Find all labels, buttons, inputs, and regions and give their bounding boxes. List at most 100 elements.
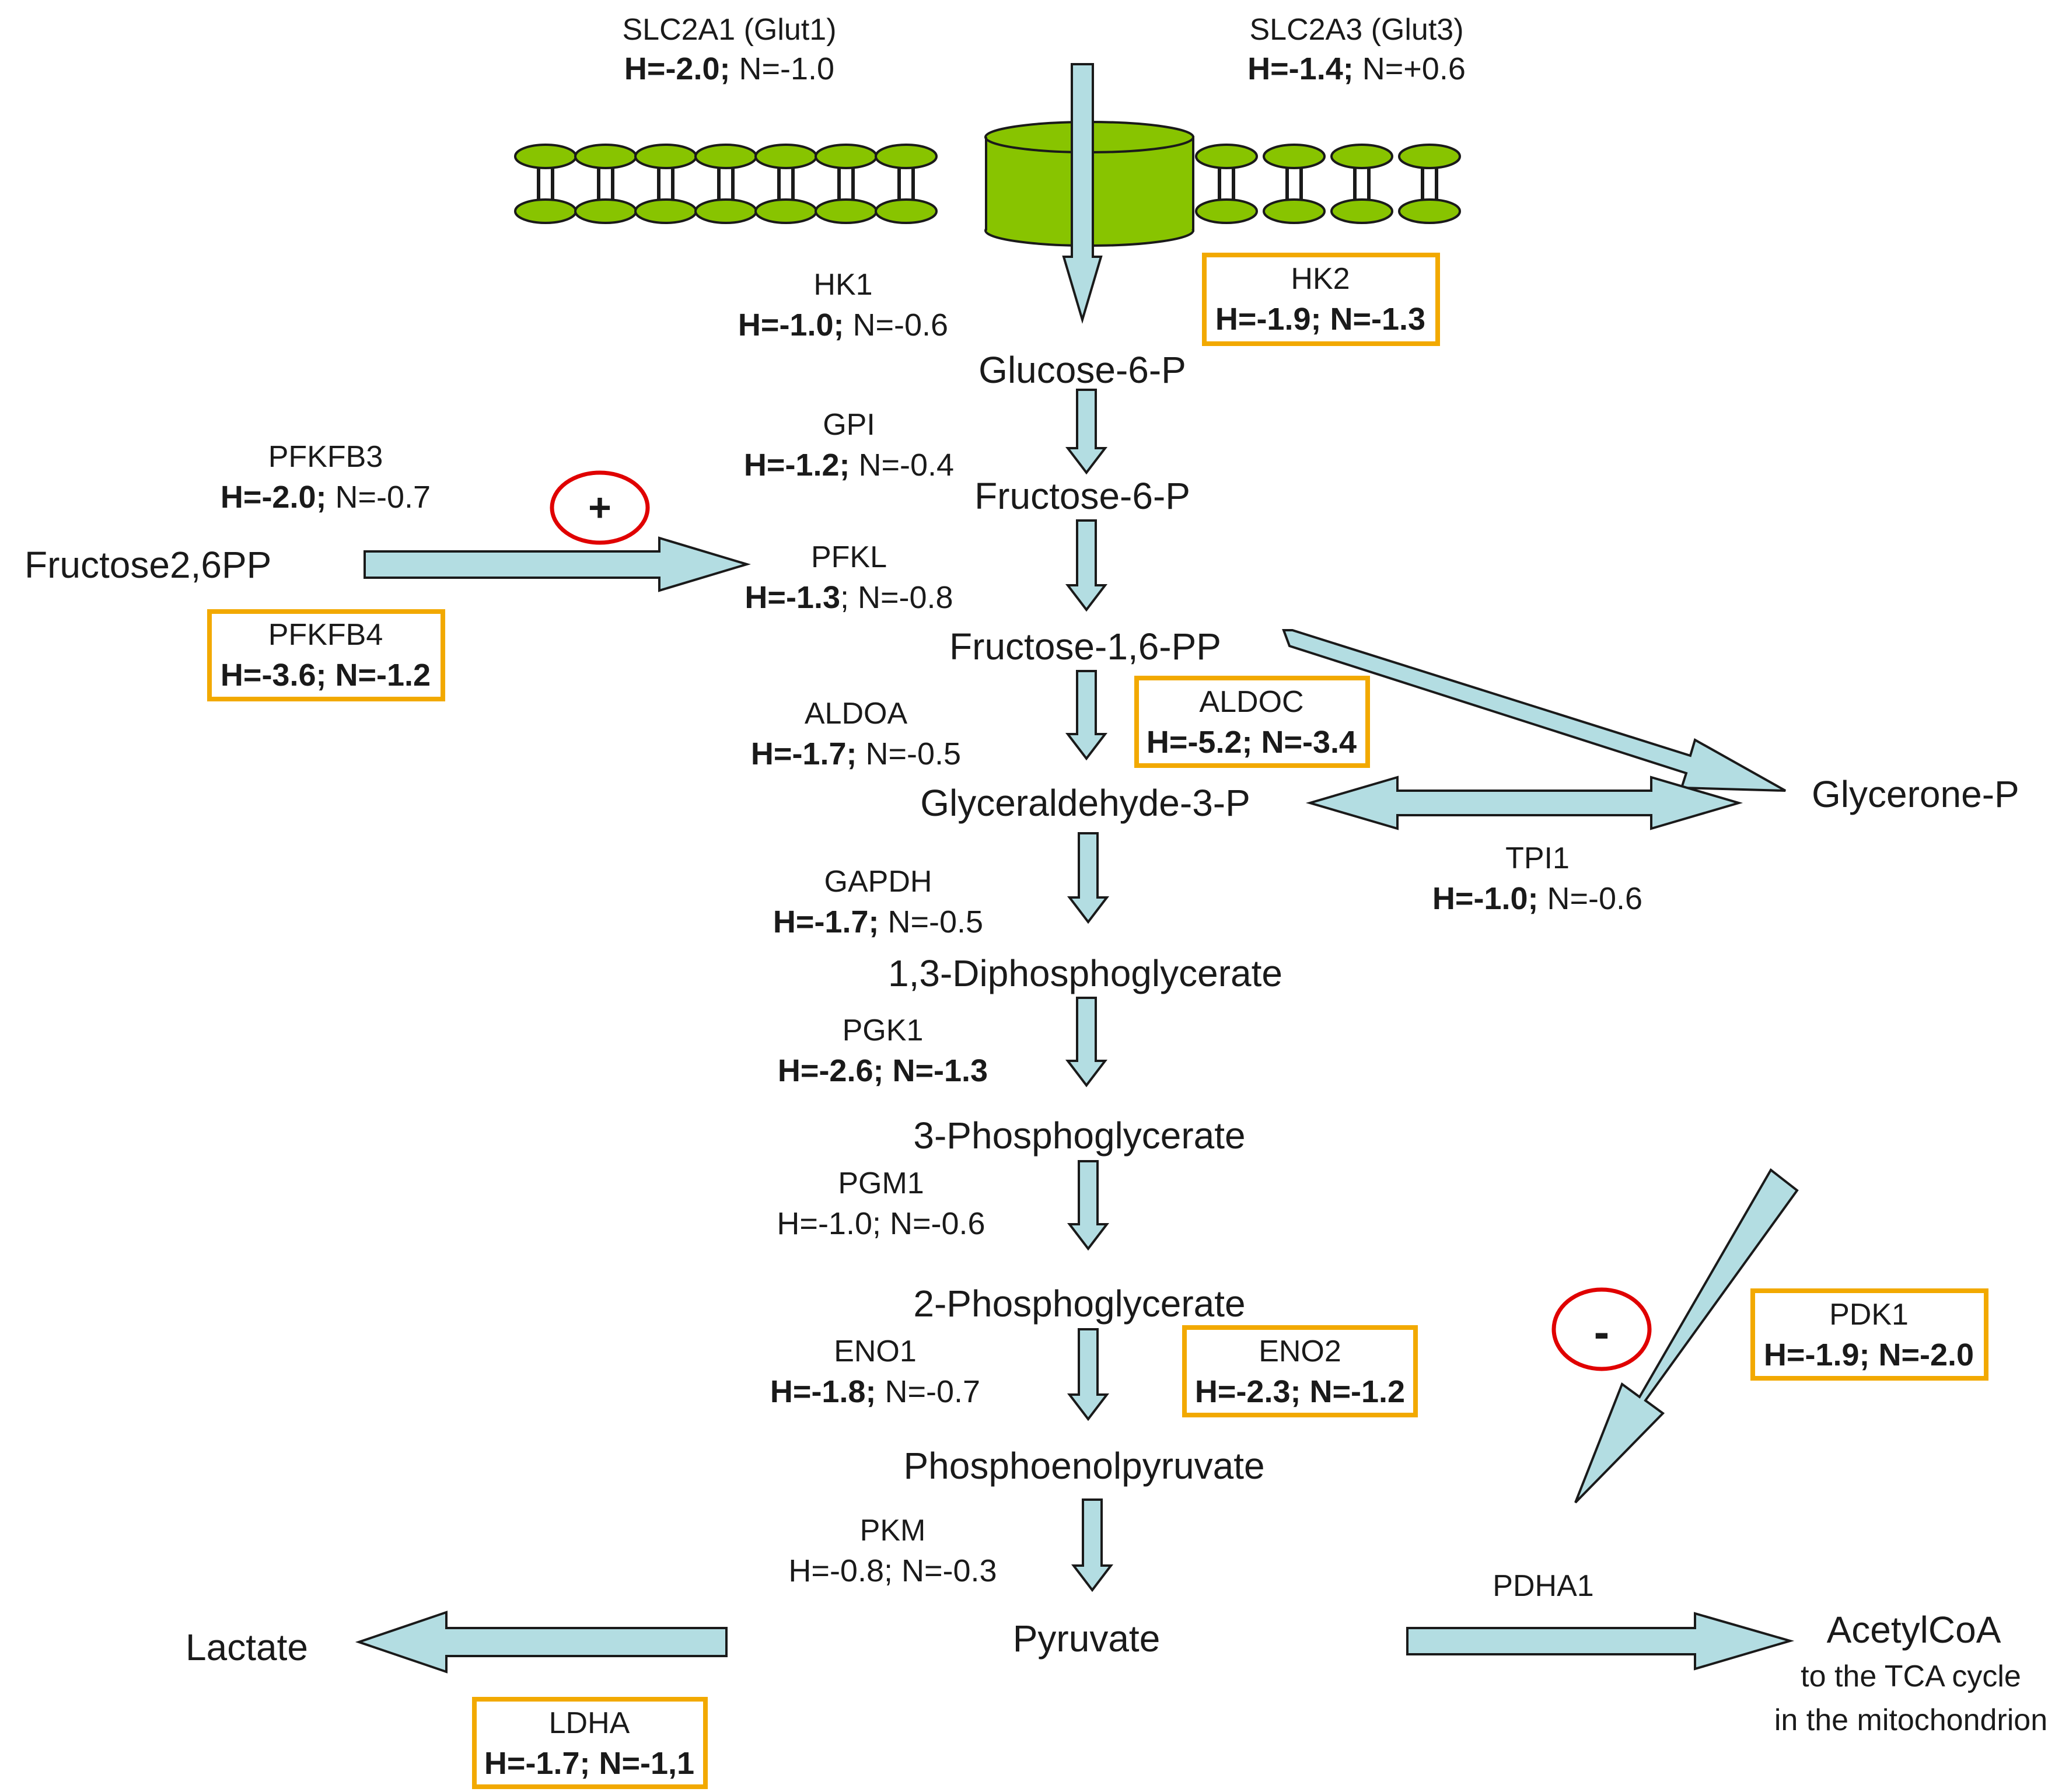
- membrane-lipid-head-bottom: [634, 198, 697, 224]
- highlight-boxes: [207, 253, 1988, 1789]
- enzyme-pgm1-name: PGM1: [838, 1166, 924, 1200]
- pfkfb4-highlight-box: [207, 609, 445, 701]
- enzyme-eno1-n-value: N=-0.7: [876, 1374, 980, 1409]
- enzyme-pfkfb4-h-value: H=-3.6;: [221, 658, 327, 693]
- pdk1-inhibition-arrow: [1574, 1168, 1799, 1504]
- enzyme-ldha-values: H=-1.7; N=-1,1: [484, 1746, 694, 1781]
- pathway-step-arrow: [1067, 1160, 1110, 1251]
- membrane-lipid-head-bottom: [694, 198, 757, 224]
- enzyme-gpi-name: GPI: [823, 408, 875, 442]
- enzyme-tpi1-name: TPI1: [1505, 841, 1570, 875]
- membrane-lipid-head-top: [875, 144, 938, 169]
- enzyme-gpi-values: H=-1.2; N=-0.4: [744, 448, 954, 483]
- enzyme-aldoc-values: H=-5.2; N=-3.4: [1147, 725, 1357, 760]
- metabolite-fructose-1-6-pp: Fructose-1,6-PP: [949, 626, 1221, 668]
- enzyme-pgm1-n-value: N=-0.6: [881, 1206, 985, 1241]
- enzyme-pgk1-name: PGK1: [843, 1014, 924, 1047]
- cell-membrane: [514, 144, 1461, 224]
- enzyme-pdk1-name: PDK1: [1829, 1298, 1909, 1332]
- enzyme-ldha-name: LDHA: [549, 1706, 630, 1740]
- enzyme-pdk1-n-value: N=-2.0: [1869, 1337, 1974, 1372]
- membrane-lipid-head-top: [514, 144, 577, 169]
- metabolite-fructose-6-p: Fructose-6-P: [974, 475, 1190, 517]
- acetylcoa-note-line1: to the TCA cycle: [1801, 1660, 2021, 1693]
- membrane-lipid-head-bottom: [1195, 198, 1258, 224]
- enzyme-aldoa-name: ALDOA: [805, 697, 908, 731]
- metabolite-acetylcoa: AcetylCoA: [1827, 1609, 2001, 1651]
- enzyme-gpi-h-value: H=-1.2;: [744, 448, 850, 483]
- pathway-step-arrow: [1067, 1328, 1110, 1421]
- enzyme-pgm1-h-value: H=-1.0;: [777, 1206, 881, 1241]
- enzyme-hk1-name: HK1: [813, 268, 872, 302]
- enzyme-ldha-h-value: H=-1.7;: [484, 1746, 590, 1781]
- enzyme-aldoc-h-value: H=-5.2;: [1147, 725, 1253, 760]
- enzyme-aldoa-n-value: N=-0.5: [857, 736, 961, 771]
- metabolite-glucose-6-p: Glucose-6-P: [978, 349, 1186, 391]
- f16pp-to-glycerone-arrow: [1282, 629, 1786, 792]
- pathway-step-arrow: [1065, 389, 1108, 475]
- enzyme-gapdh-n-value: N=-0.5: [879, 904, 983, 939]
- enzyme-hk2-h-value: H=-1.9;: [1215, 302, 1322, 337]
- enzyme-pdha1-name: PDHA1: [1493, 1569, 1593, 1603]
- enzyme-pfkfb3-h-value: H=-2.0;: [221, 480, 327, 515]
- membrane-lipid-head-top: [815, 144, 878, 169]
- enzyme-pfkfb4-n-value: N=-1.2: [326, 658, 431, 693]
- pathway-step-arrow: [1067, 832, 1110, 924]
- enzyme-pfkfb4-name: PFKFB4: [268, 618, 383, 652]
- enzyme-pgm1-values: H=-1.0; N=-0.6: [777, 1206, 985, 1241]
- enzyme-tpi1-n-value: N=-0.6: [1538, 881, 1642, 916]
- metabolite-glyceraldehyde-3-p: Glyceraldehyde-3-P: [920, 782, 1250, 824]
- membrane-lipid-head-top: [1330, 144, 1393, 169]
- inhibition-sign: -: [1594, 1306, 1610, 1358]
- enzyme-aldoc-name: ALDOC: [1199, 685, 1303, 719]
- membrane-lipid-head-bottom: [1330, 198, 1393, 224]
- enzyme-pfkl-values: H=-1.3; N=-0.8: [745, 580, 953, 615]
- enzyme-pfkfb3-n-value: N=-0.7: [326, 480, 431, 515]
- activation-sign: +: [588, 485, 611, 530]
- enzyme-tpi1-h-value: H=-1.0;: [1432, 881, 1539, 916]
- enzyme-hk1-values: H=-1.0; N=-0.6: [738, 308, 948, 343]
- enzyme-gapdh-h-value: H=-1.7;: [773, 904, 879, 939]
- activation-marker: +: [550, 470, 650, 545]
- enzyme-pfkfb4-values: H=-3.6; N=-1.2: [221, 658, 431, 693]
- enzyme-ldha-n-value: N=-1,1: [590, 1746, 694, 1781]
- metabolite-lactate: Lactate: [186, 1626, 308, 1668]
- inhibition-marker: -: [1551, 1287, 1652, 1371]
- pathway-step-arrow: [1065, 670, 1108, 761]
- enzyme-pgk1-n-value: N=-1.3: [883, 1053, 988, 1088]
- metabolite-fructose-2-6-pp: Fructose2,6PP: [25, 544, 271, 586]
- pathway-step-arrow: [1065, 519, 1108, 612]
- enzyme-pgk1-h-value: H=-2.6;: [778, 1053, 884, 1088]
- enzyme-eno1-h-value: H=-1.8;: [770, 1374, 876, 1409]
- ldha-highlight-box: [472, 1697, 708, 1789]
- enzyme-pfkl-name: PFKL: [811, 540, 887, 574]
- eno2-highlight-box: [1182, 1325, 1418, 1417]
- membrane-lipid-head-top: [754, 144, 817, 169]
- acetylcoa-note-line2: in the mitochondrion: [1774, 1703, 2047, 1737]
- pathway-step-arrow: [1071, 1498, 1114, 1592]
- enzyme-pfkfb3-values: H=-2.0; N=-0.7: [221, 480, 431, 515]
- enzyme-pfkl-h-value: H=-1.3: [745, 580, 840, 615]
- membrane-lipid-head-top: [574, 144, 637, 169]
- enzyme-hk2-values: H=-1.9; N=-1.3: [1215, 302, 1425, 337]
- enzyme-aldoa-values: H=-1.7; N=-0.5: [751, 736, 961, 771]
- enzyme-gapdh-values: H=-1.7; N=-0.5: [773, 904, 983, 939]
- enzyme-pfkl-n-value: ; N=-0.8: [840, 580, 953, 615]
- enzyme-pdk1-values: H=-1.9; N=-2.0: [1764, 1337, 1974, 1372]
- enzyme-hk1-n-value: N=-0.6: [844, 308, 948, 343]
- metabolite-glycerone-p: Glycerone-P: [1812, 773, 2019, 815]
- enzyme-hk2-n-value: N=-1.3: [1321, 302, 1425, 337]
- f26pp-activation-arrow: [364, 536, 751, 592]
- metabolite-1-3-diphosphoglycerate: 1,3-Diphosphoglycerate: [888, 952, 1282, 994]
- membrane-lipid-head-top: [1398, 144, 1461, 169]
- enzyme-eno2-n-value: N=-1.2: [1301, 1374, 1405, 1409]
- enzyme-eno2-values: H=-2.3; N=-1.2: [1195, 1374, 1405, 1409]
- slc2a1-values: H=-2.0; N=-1.0: [624, 51, 834, 86]
- membrane-lipid-head-bottom: [574, 198, 637, 224]
- enzyme-pgk1-values: H=-2.6; N=-1.3: [778, 1053, 988, 1088]
- enzyme-pfkfb3-name: PFKFB3: [268, 440, 383, 474]
- metabolite-3-phosphoglycerate: 3-Phosphoglycerate: [913, 1115, 1245, 1157]
- pyruvate-to-acetylcoa-arrow: [1406, 1612, 1795, 1671]
- membrane-lipid-head-top: [1195, 144, 1258, 169]
- membrane-lipid-head-bottom: [754, 198, 817, 224]
